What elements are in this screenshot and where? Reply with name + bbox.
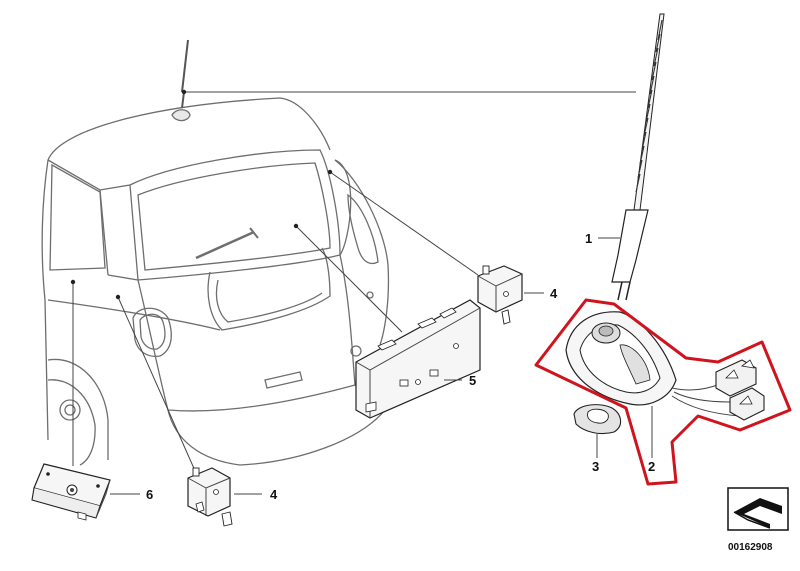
diagram-id-icon — [727, 487, 789, 531]
control-unit — [31, 463, 111, 521]
callout-3: 3 — [592, 459, 599, 474]
leader-lines — [72, 91, 636, 483]
antenna-amplifier-upper — [477, 265, 523, 325]
roof-antenna-base — [565, 311, 765, 421]
callout-5: 5 — [469, 373, 476, 388]
car-rear-illustration — [41, 39, 390, 466]
gasket — [573, 404, 622, 435]
antenna-rod — [611, 13, 665, 301]
callout-labels: 1 2 3 4 4 5 6 — [146, 231, 655, 502]
callout-4-lower: 4 — [270, 487, 278, 502]
antenna-module — [355, 299, 481, 419]
leader-dots — [70, 89, 333, 300]
callout-1: 1 — [585, 231, 592, 246]
callout-2: 2 — [648, 459, 655, 474]
callout-6: 6 — [146, 487, 153, 502]
antenna-amplifier-lower — [187, 467, 233, 527]
highlight-outline — [534, 298, 792, 486]
diagram-id-number: 00162908 — [728, 542, 773, 553]
callout-4-upper: 4 — [550, 286, 558, 301]
